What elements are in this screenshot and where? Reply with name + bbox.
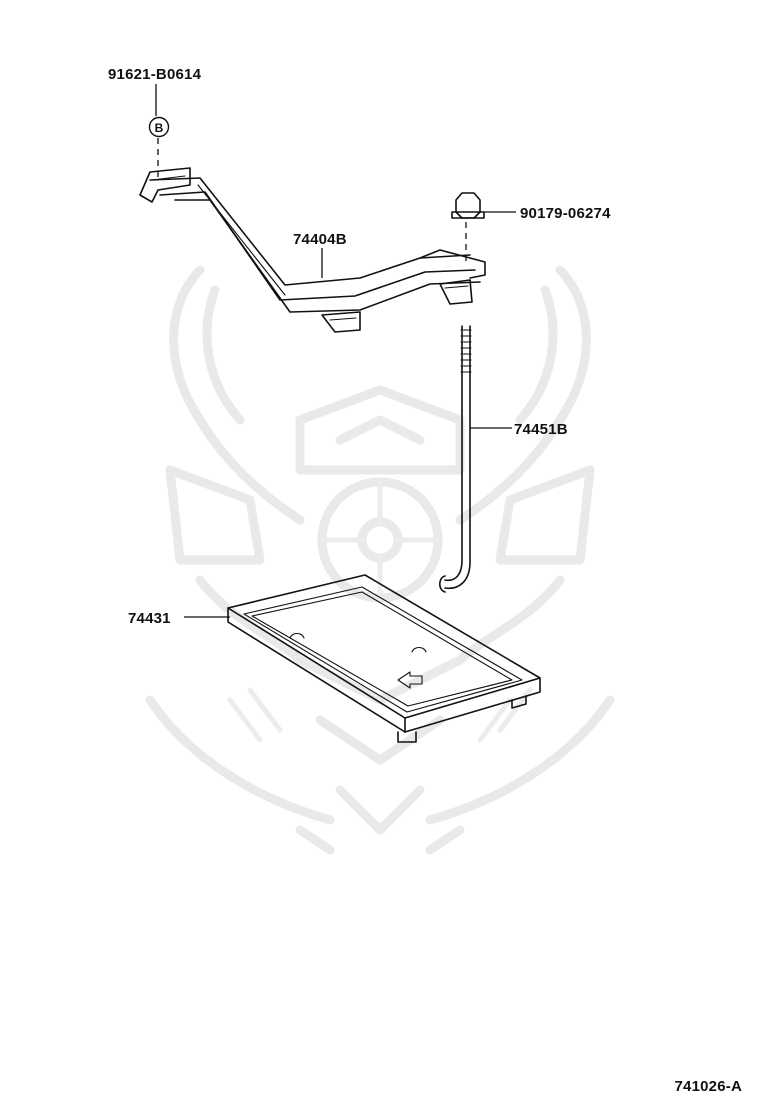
part-number-label-90179: 90179-06274: [520, 205, 611, 222]
part-battery-clamp: 74404B: [139, 167, 486, 333]
part-number-label-74451: 74451B: [514, 421, 568, 438]
samurai-helmet-watermark: [145, 265, 615, 855]
diagram-code: 741026-A: [675, 1078, 742, 1095]
part-bolt-b: 91621-B0614 B: [108, 66, 202, 180]
part-number-label-74404: 74404B: [293, 231, 347, 248]
part-number-label-91621: 91621-B0614: [108, 66, 202, 83]
part-battery-tray: 74431: [128, 574, 541, 743]
bolt-b-circle: [148, 116, 170, 138]
bolt-b-marker: B: [155, 121, 164, 135]
part-number-label-74431: 74431: [128, 610, 171, 627]
part-nut: 90179-06274: [451, 192, 611, 262]
part-hold-down-rod: 74451B: [438, 325, 568, 593]
